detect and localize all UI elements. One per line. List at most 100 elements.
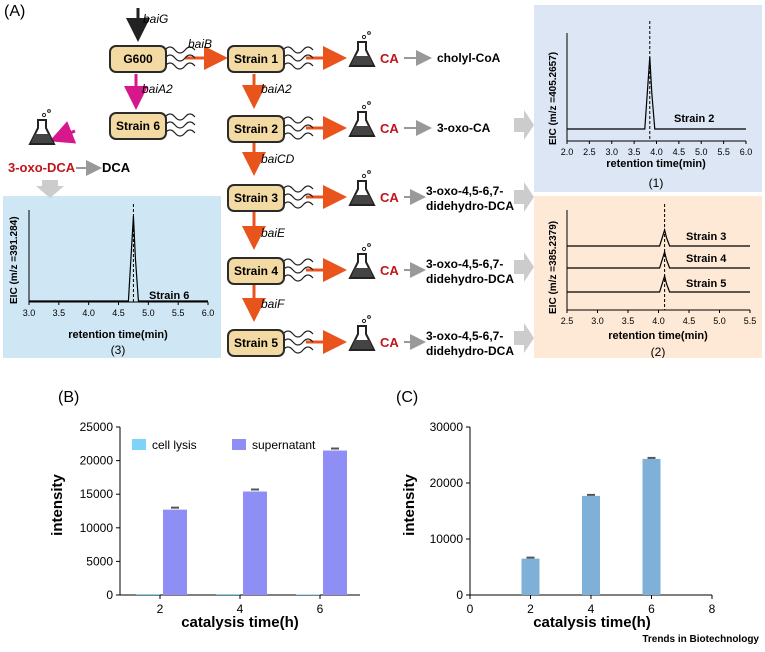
flasks — [28, 31, 376, 351]
enzyme-baig: baiG — [143, 12, 169, 26]
product-cholyl-coa: cholyl-CoA — [437, 51, 501, 65]
panel-label-c: (C) — [396, 389, 419, 406]
chart-b-ytick-label: 15000 — [80, 487, 114, 501]
chart-b-xtick-label: 6 — [317, 602, 324, 616]
bar-b-supernatant-4 — [243, 491, 267, 595]
bar-b-cell-lysis-4 — [216, 593, 240, 595]
enzyme-baicd: baiCD — [261, 152, 295, 166]
chart-b-xtick-label: 2 — [157, 602, 164, 616]
strain-box-1: Strain 1 — [227, 45, 285, 73]
eic-1-tick-label: 4.0 — [650, 147, 663, 157]
ca-label-5: CA — [380, 335, 399, 350]
flask-liquid — [351, 126, 373, 135]
eic-panel-3-bg — [3, 196, 221, 358]
eic-3-ylabel: EIC (m/z =391.284) — [9, 216, 20, 304]
flask-icon-2 — [348, 170, 376, 206]
chart-c-ytick-label: 20000 — [430, 476, 464, 490]
bubble — [367, 170, 371, 174]
bubble — [47, 109, 51, 113]
flagellum-3 — [282, 185, 314, 209]
chart-c-xtick-label: 0 — [467, 602, 474, 616]
eic-2-label-strain5: Strain 5 — [686, 278, 726, 290]
eic-2-ylabel: EIC (m/z =385.2379) — [548, 221, 559, 314]
bar-b-cell-lysis-2 — [136, 593, 160, 595]
flagellum-4 — [282, 258, 314, 282]
flask-icon-3 — [348, 243, 376, 279]
chart-b-ylabel: intensity — [49, 474, 66, 536]
flagellum-5 — [282, 330, 314, 354]
eic-2-tick-label: 4.0 — [652, 316, 665, 326]
chart-c-ylabel: intensity — [401, 474, 418, 536]
eic-2-tick-label: 4.5 — [683, 316, 696, 326]
eic-3-xlabel: retention time(min) — [68, 329, 168, 341]
eic-1-caption: (1) — [649, 176, 664, 190]
legend-cell-lysis: cell lysis — [152, 438, 197, 452]
flask-icon-1 — [348, 101, 376, 137]
enzyme-baia2-left: baiA2 — [142, 82, 173, 96]
eic-panel-2-bg — [534, 196, 762, 358]
eic-3-tick-label: 3.0 — [23, 308, 36, 318]
eic-1-tick-label: 2.0 — [561, 147, 574, 157]
eic-2-tick-label: 5.5 — [744, 316, 757, 326]
bubble — [367, 101, 371, 105]
legend-supernatant: supernatant — [252, 438, 316, 452]
flagellum-1 — [282, 46, 314, 70]
flask-liquid — [351, 268, 373, 277]
eic-1-trace — [567, 56, 746, 130]
eic-3-trace-label: Strain 6 — [149, 290, 189, 302]
bar-c-4 — [582, 495, 600, 595]
eic-2-tick-label: 5.0 — [713, 316, 726, 326]
bubble — [361, 318, 367, 324]
chart-b-ytick-label: 5000 — [86, 554, 113, 568]
bar-b-cell-lysis-6 — [296, 594, 320, 595]
eic-1-tick-label: 5.5 — [717, 147, 730, 157]
eic-2-label-strain3: Strain 3 — [686, 231, 726, 243]
chart-b-ytick-label: 25000 — [80, 420, 114, 434]
eic-2-caption: (2) — [651, 345, 666, 358]
legend-swatch-supernatant — [232, 439, 246, 450]
enzyme-baia2: baiA2 — [261, 82, 292, 96]
bar-c-6 — [642, 458, 661, 595]
flask-icon-5 — [28, 109, 56, 145]
eic-3-tick-label: 5.5 — [172, 308, 185, 318]
eic-1-tick-label: 6.0 — [740, 147, 753, 157]
chart-c-xlabel: catalysis time(h) — [533, 614, 651, 631]
eic-1-tick-label: 5.0 — [695, 147, 708, 157]
flask-icon-4 — [348, 315, 376, 351]
flask-icon-0 — [348, 31, 376, 67]
bubble — [361, 34, 367, 40]
side-product-3-oxo-dca: 3-oxo-DCA — [8, 160, 76, 175]
eic-1-tick-label: 4.5 — [673, 147, 686, 157]
eic-1-xlabel: retention time(min) — [606, 158, 706, 170]
flask-liquid — [351, 195, 373, 204]
product-strain4: 3-oxo-4,5-6,7- didehydro-DCA — [426, 257, 514, 286]
bar-c-2 — [521, 558, 540, 595]
big-right-arrows — [514, 110, 534, 353]
flagella — [164, 46, 314, 354]
panel-label-b: (B) — [58, 389, 80, 406]
flagellum-0 — [164, 46, 196, 70]
chart-c-ytick-label: 10000 — [430, 532, 464, 546]
chart-c-xtick-label: 4 — [588, 602, 595, 616]
flask-liquid — [351, 56, 373, 65]
eic-3-caption: (3) — [111, 343, 126, 357]
legend-swatch-cell-lysis — [132, 439, 146, 450]
strain-box-g600: G600 — [109, 45, 167, 73]
eic-2-tick-label: 3.5 — [622, 316, 635, 326]
strain-box-5: Strain 5 — [227, 329, 285, 357]
chart-b-xtick-label: 4 — [237, 602, 244, 616]
flagellum-6 — [164, 113, 196, 137]
eic-3-tick-label: 4.0 — [82, 308, 95, 318]
arrow-strain6-flask — [49, 121, 77, 144]
product-strain5: 3-oxo-4,5-6,7- didehydro-DCA — [426, 329, 514, 358]
eic-3-tick-label: 3.5 — [53, 308, 66, 318]
ca-label-2: CA — [380, 121, 399, 136]
flask-liquid — [351, 340, 373, 349]
eic-1-tick-label: 2.5 — [583, 147, 596, 157]
bubble — [41, 112, 47, 118]
chart-b-ytick-label: 20000 — [80, 454, 114, 468]
